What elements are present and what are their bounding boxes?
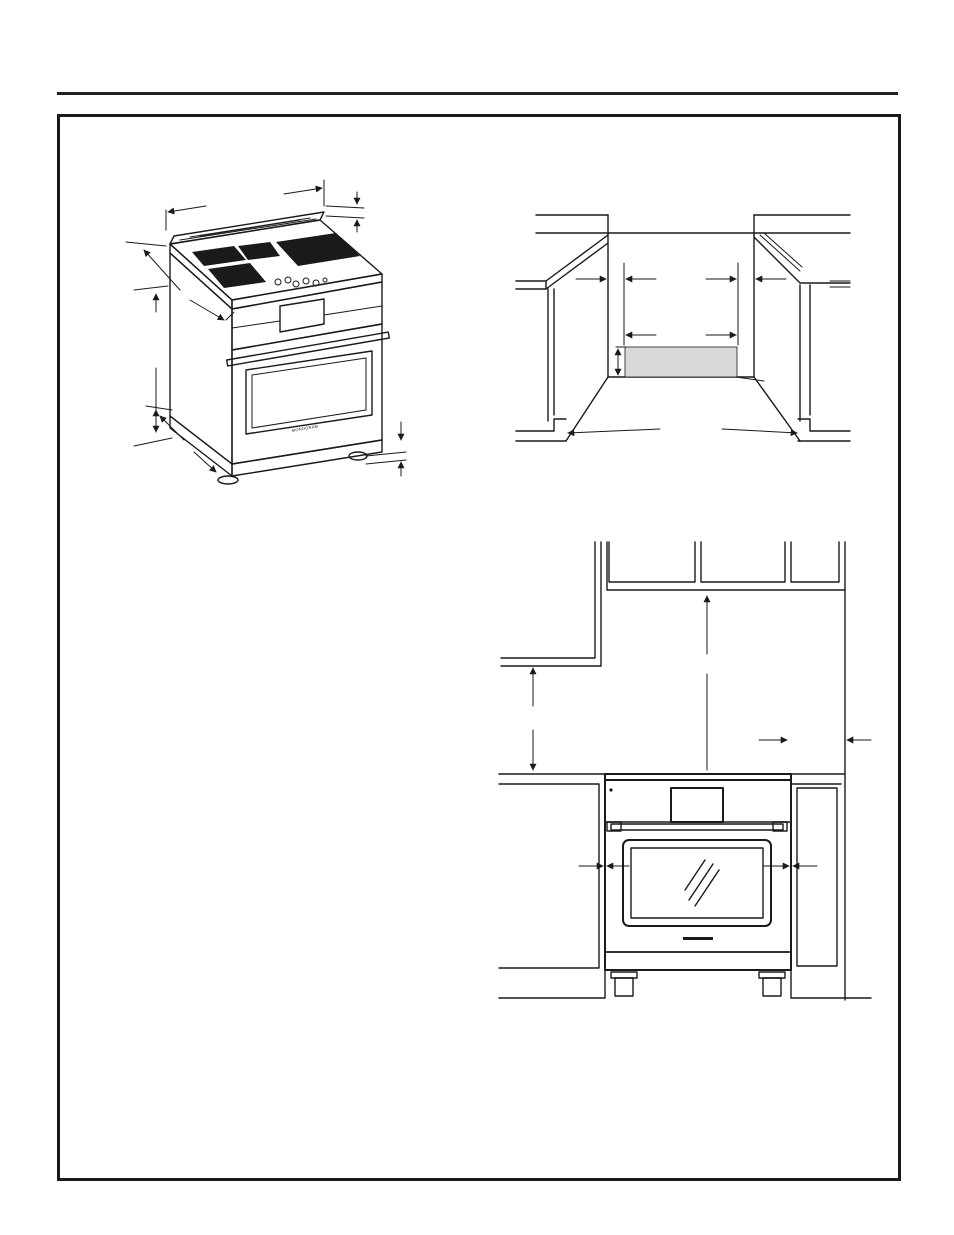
header-rule xyxy=(57,92,898,95)
zone-rear-right xyxy=(276,233,360,266)
lower-cabinets xyxy=(498,773,872,999)
cabinet-outline xyxy=(515,214,851,442)
zone-rear-left xyxy=(192,246,246,266)
diagram-frame xyxy=(57,114,901,1181)
zone-front-left xyxy=(208,263,266,288)
dimension-lines xyxy=(125,179,407,477)
cutout-plan-figure xyxy=(515,214,851,442)
control-knobs xyxy=(274,276,328,288)
range-body: MONOGRAM xyxy=(169,211,391,485)
range-front xyxy=(604,773,792,997)
outlet-leader xyxy=(735,376,765,382)
installation-front-figure xyxy=(498,541,872,1001)
floor-shaded-area xyxy=(624,346,738,378)
svg-text:MONOGRAM: MONOGRAM xyxy=(291,423,318,432)
cutout-dimension-lines xyxy=(567,262,798,437)
range-isometric-figure: MONOGRAM xyxy=(125,179,407,485)
upper-cabinets xyxy=(500,541,846,1001)
zone-rear-center xyxy=(238,242,280,260)
install-dimension-lines xyxy=(529,595,872,870)
